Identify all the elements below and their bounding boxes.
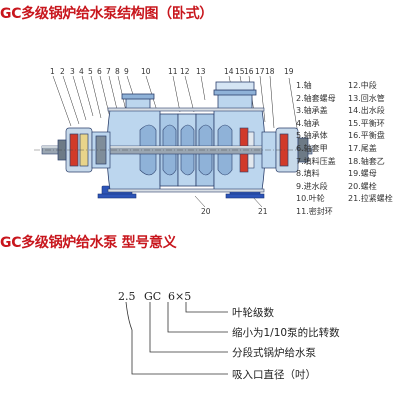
model-code-brackets [125,301,228,375]
callout-17: 17 [255,67,265,76]
legend-item: 14.出水段 [348,106,385,116]
top-callout-numbers: 1 2 3 4 5 6 7 8 9 10 11 12 13 14 15 16 1… [50,67,294,216]
legend-column-left: 1.轴 2.轴套螺母 3.轴承盖 4.轴承 5.轴承体 6.轴套甲 7.填料压盖… [296,80,348,219]
legend-item: 7.填料压盖 [296,156,336,166]
legend-item: 13.回水管 [348,93,385,103]
callout-21: 21 [258,207,268,216]
callout-2: 2 [60,67,65,76]
legend-item: 17.尾盖 [348,143,377,153]
callout-9: 9 [124,67,129,76]
callout-20: 20 [201,207,211,216]
legend-item: 4.轴承 [296,118,320,128]
callout-19: 19 [284,67,294,76]
legend-item: 1.轴 [296,81,312,90]
legend-item: 6.轴套甲 [296,143,328,153]
legend-item: 12.中段 [348,81,377,90]
model-label-inlet-diameter: 吸入口直径（吋） [232,369,316,381]
legend-item: 18.轴套乙 [348,156,385,166]
pump-structure-diagram: 1 2 3 4 5 6 7 8 9 10 11 12 13 14 15 16 1… [34,67,320,216]
callout-16: 16 [244,67,254,76]
legend-item: 15.平衡环 [348,118,385,128]
legend-item: 5.轴承体 [296,131,328,141]
legend-item: 2.轴套螺母 [296,93,336,103]
legend-column-right: 12.中段 13.回水管 14.出水段 15.平衡环 16.平衡盘 17.尾盖 … [348,80,400,206]
callout-11: 11 [168,67,178,76]
legend-item: 11.密封环 [296,206,333,216]
model-label-stages: 叶轮级数 [232,307,274,319]
model-label-pump-type: 分段式锅炉给水泵 [232,347,316,359]
tie-bolts [107,107,265,193]
callout-3: 3 [70,67,75,76]
model-label-specific-speed: 缩小为1/10泵的比转数 [232,327,340,339]
model-meaning-title: GC多级锅炉给水泵 型号意义 [0,235,177,251]
callout-10: 10 [141,67,151,76]
model-token-stages: 6×5 [168,290,192,303]
legend-item: 3.轴承盖 [296,106,328,116]
legend-item: 9.进水段 [296,181,328,191]
callout-7: 7 [106,67,111,76]
callout-5: 5 [88,67,93,76]
legend-item: 19.螺母 [348,169,377,179]
callout-12: 12 [180,67,190,76]
callout-6: 6 [97,67,102,76]
legend-item: 16.平衡盘 [348,131,385,141]
legend-item: 10.叶轮 [296,194,325,204]
structure-title: GC多级锅炉给水泵结构图（卧式） [0,6,213,22]
callout-13: 13 [196,67,206,76]
callout-14: 14 [224,67,234,76]
model-token-inlet: 2.5 [118,290,136,303]
legend-item: 21.拉紧螺栓 [348,194,393,204]
callout-15: 15 [235,67,245,76]
callout-1: 1 [50,67,55,76]
model-token-type: GC [144,290,162,303]
callout-4: 4 [79,67,84,76]
callout-18: 18 [265,67,275,76]
legend-item: 20.螺栓 [348,181,377,191]
legend-item: 8.填料 [296,169,320,179]
callout-8: 8 [115,67,120,76]
